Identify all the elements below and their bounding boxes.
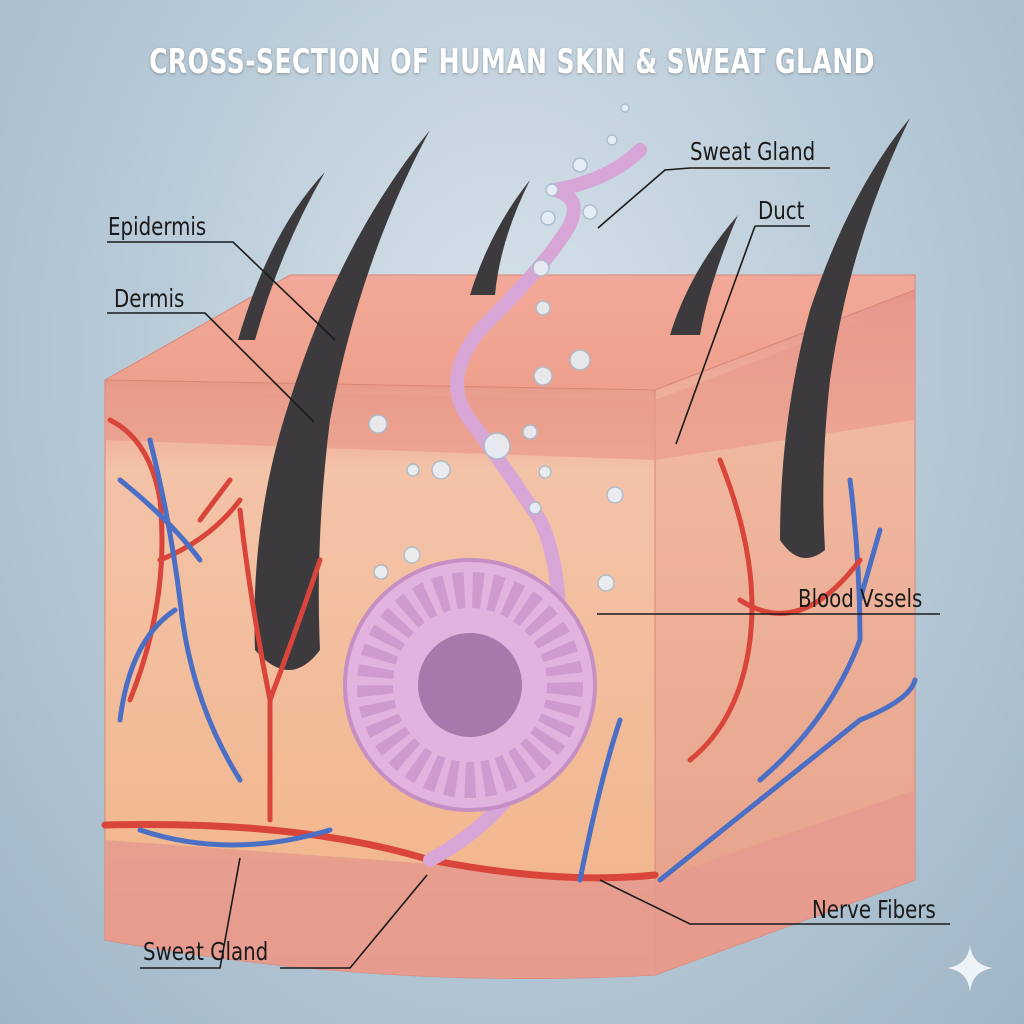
hair-shafts [238,118,910,670]
diagram-title: CROSS-SECTION OF HUMAN SKIN & SWEAT GLAN… [149,42,875,82]
label-duct: Duct [758,196,805,225]
label-dermis: Dermis [114,284,185,313]
label-sweat-gland-top: Sweat Gland [690,137,816,166]
label-blood-vessels: Blood Vssels [798,584,923,613]
sparkle-icon [947,945,993,992]
blood-vessels [101,417,918,883]
label-nerve-fibers: Nerve Fibers [812,895,936,924]
sweat-droplets [368,103,630,592]
label-epidermis: Epidermis [108,212,207,241]
label-sweat-gland-bottom: Sweat Gland [143,937,269,966]
sweat-gland-coil [343,143,647,867]
muscle-layer [105,790,915,979]
leader-lines [107,167,950,969]
